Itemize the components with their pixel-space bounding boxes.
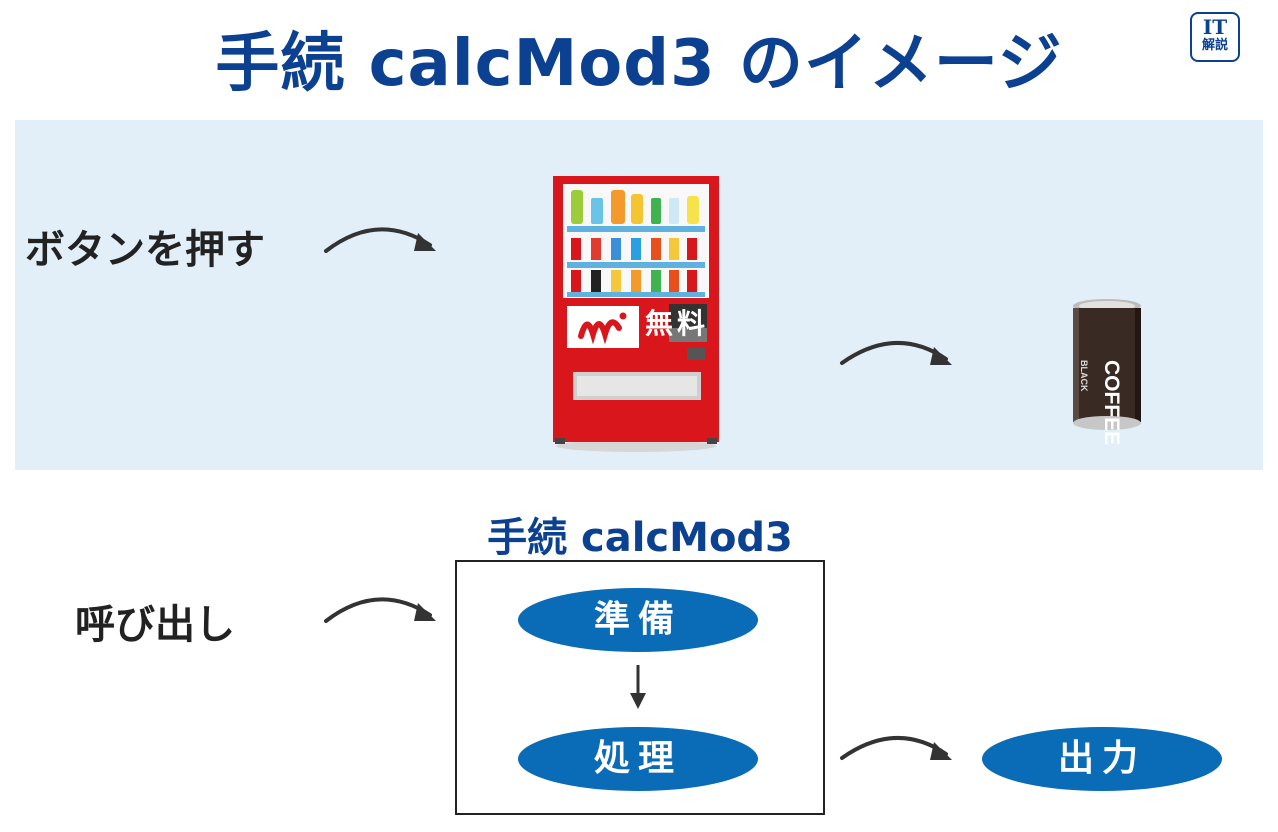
arrow-icon (324, 597, 436, 623)
free-label: 無料 (645, 307, 710, 340)
it-explanation-badge: IT 解説 (1190, 12, 1240, 62)
badge-line1: IT (1202, 15, 1228, 39)
call-label: 呼び出し (75, 602, 235, 648)
step-prepare: 準備 (518, 588, 758, 652)
page-title: 手続 calcMod3 のイメージ (215, 27, 1063, 101)
procedure-box (455, 560, 825, 815)
can-subtext: BLACK (1079, 360, 1089, 392)
vending-machine-icon (553, 176, 719, 452)
procedure-title: 手続 calcMod3 (487, 515, 793, 561)
press-button-label: ボタンを押す (25, 227, 265, 273)
coffee-can-icon (1073, 299, 1141, 430)
output-node: 出力 (982, 727, 1222, 791)
arrow-icon (324, 227, 436, 253)
arrow-icon (840, 735, 952, 760)
coffee-can-label: COFFEE BLACK (1079, 360, 1123, 445)
arrow-icon (840, 340, 952, 365)
can-text: COFFEE (1100, 360, 1123, 445)
arrow-down-icon (630, 665, 646, 709)
badge-line2: 解説 (1201, 38, 1228, 53)
step-process: 処理 (518, 727, 758, 791)
